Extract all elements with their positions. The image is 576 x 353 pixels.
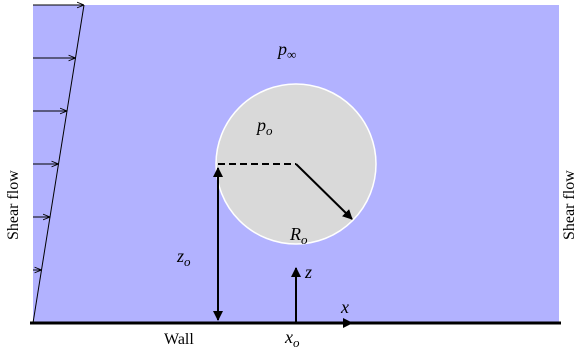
- radius-arrow: [295, 163, 353, 220]
- pressure-bubble-label: po: [255, 115, 273, 138]
- shear-flow-label-left: Shear flow: [5, 170, 22, 240]
- x-axis-label: x: [340, 297, 349, 317]
- height-label: zo: [176, 246, 191, 269]
- shear-flow-label-right: Shear flow: [561, 170, 576, 240]
- bubble-position-label: xo: [284, 327, 300, 350]
- z-axis-label: z: [304, 262, 312, 282]
- shear-flow-arrows: [33, 5, 84, 270]
- radius-label: Ro: [289, 224, 308, 247]
- pressure-far-label: p∞: [276, 39, 296, 62]
- wall-label: Wall: [164, 331, 194, 348]
